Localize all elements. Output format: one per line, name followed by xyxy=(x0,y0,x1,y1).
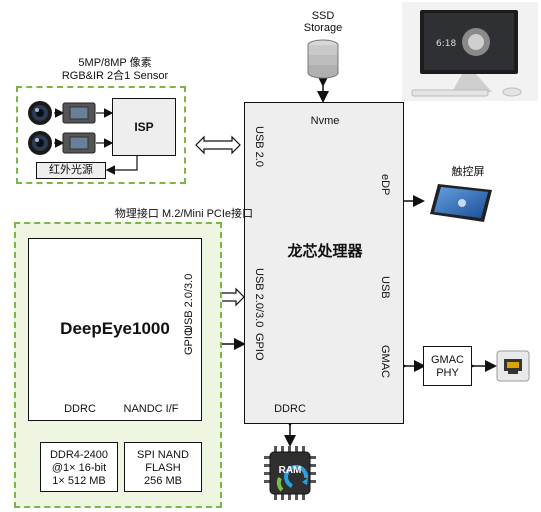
ram-label: RAM xyxy=(278,465,302,476)
touchscreen-tablet-icon xyxy=(430,184,492,222)
deepeye-nandc-label: NANDC I/F xyxy=(123,403,179,415)
deepeye-block: DeepEye1000 DDRC NANDC I/F xyxy=(28,238,202,421)
ddr-line2: @1× 16-bit xyxy=(51,462,107,474)
sensor-title-line1: 5MP/8MP 像素 xyxy=(78,57,152,69)
deepeye-ddrc-label: DDRC xyxy=(64,403,96,415)
deepeye-usb2030-label: USB 2.0/3.0 xyxy=(183,273,195,333)
all-in-one-pc-image: 6:18 xyxy=(402,2,538,101)
gmac-phy-line2: PHY xyxy=(436,367,459,379)
monitor-icon: 6:18 xyxy=(411,10,522,97)
ethernet-port-icon xyxy=(496,350,530,382)
isp-ir-arrow xyxy=(105,155,138,175)
isp-block: ISP xyxy=(112,98,176,156)
processor-block: Nvme 龙芯处理器 DDRC xyxy=(244,102,404,424)
flash-line3: 256 MB xyxy=(144,475,182,487)
flash-line1: SPI NAND xyxy=(137,449,189,461)
interface-label: 物理接口 M.2/Mini PCIe接口 xyxy=(114,208,254,220)
ram-chip-icon xyxy=(264,446,316,500)
ir-light-label: 红外光源 xyxy=(49,164,93,176)
isp-usb-double-arrow xyxy=(195,135,241,155)
ddrc-port-label: DDRC xyxy=(274,403,306,415)
deepeye-gpio-label: GPIO xyxy=(183,327,195,355)
sensor-group-frame xyxy=(16,86,186,184)
svg-text:6:18: 6:18 xyxy=(436,39,456,49)
gmac-port-label: GMAC xyxy=(379,345,391,378)
ddr-line3: 1× 512 MB xyxy=(52,475,106,487)
isp-label: ISP xyxy=(134,120,154,134)
database-storage-icon xyxy=(307,39,339,79)
gmac-phy-line1: GMAC xyxy=(431,354,464,366)
touchscreen-label: 触控屏 xyxy=(451,166,485,178)
flash-line2: FLASH xyxy=(145,462,181,474)
usb2030-port-label: USB 2.0/3.0 xyxy=(253,268,265,328)
ssd-label: SSD xyxy=(311,10,335,22)
gmac-phy-block: GMAC PHY xyxy=(423,346,472,386)
ddr-line1: DDR4-2400 xyxy=(49,449,109,461)
camera-lens-icon xyxy=(28,131,52,155)
ddr-memory-block: DDR4-2400 @1× 16-bit 1× 512 MB xyxy=(40,442,118,492)
camera-lens-icon xyxy=(28,101,52,125)
deepeye-name: DeepEye1000 xyxy=(60,319,170,338)
usb20-port-label: USB 2.0 xyxy=(253,126,265,167)
usb-port-label: USB xyxy=(379,276,391,299)
gpio-port-label: GPIO xyxy=(253,333,265,361)
edp-port-label: eDP xyxy=(379,174,391,196)
nvme-port-label: Nvme xyxy=(310,115,340,127)
processor-name: 龙芯处理器 xyxy=(287,243,363,260)
image-sensor-chip-icon xyxy=(62,132,96,154)
ssd-storage-label: Storage xyxy=(303,22,343,34)
flash-block: SPI NAND FLASH 256 MB xyxy=(124,442,202,492)
ir-light-block: 红外光源 xyxy=(36,162,106,179)
sensor-title-line2: RGB&IR 2合1 Sensor xyxy=(61,70,169,82)
image-sensor-chip-icon xyxy=(62,102,96,124)
